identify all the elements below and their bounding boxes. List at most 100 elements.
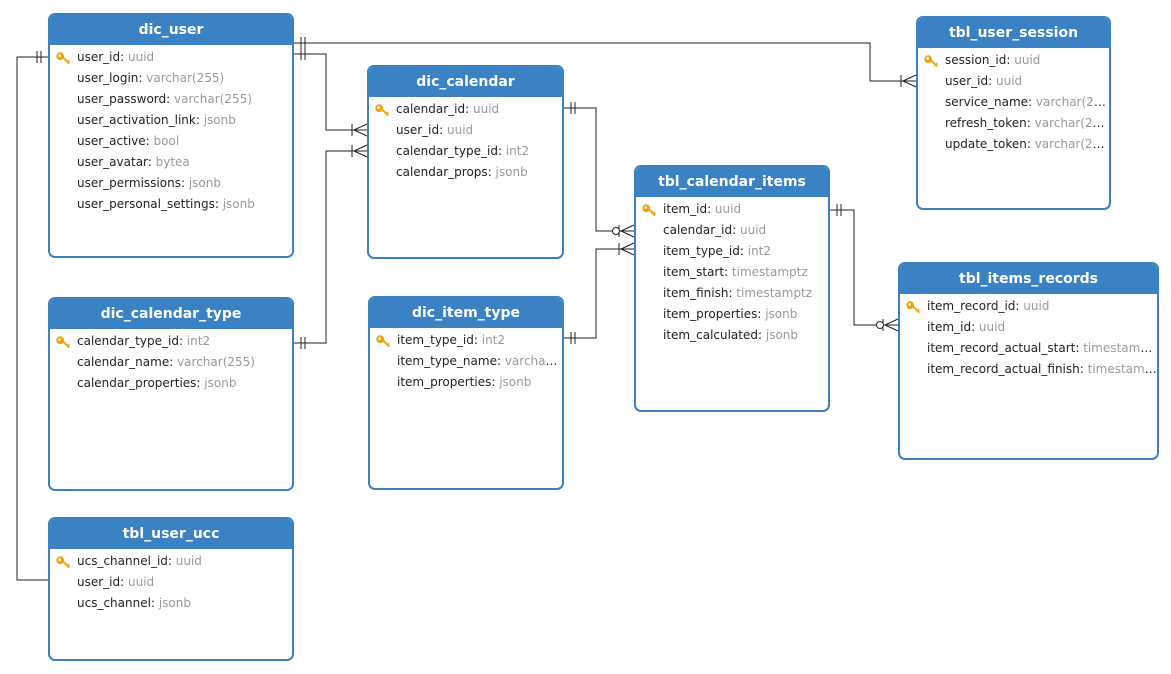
column-type: uuid xyxy=(714,202,742,216)
column-row[interactable]: item_id: uuid xyxy=(900,317,1157,338)
column-row[interactable]: refresh_token: varchar(255) xyxy=(918,113,1109,134)
column-row[interactable]: item_start: timestamptz xyxy=(636,262,828,283)
column-row[interactable]: item_id: uuid xyxy=(636,199,828,220)
column-type: uuid xyxy=(1014,53,1041,67)
table-dic-calendar-type[interactable]: dic_calendar_type calendar_type_id: int2… xyxy=(48,297,294,491)
column-row[interactable]: item_type_id: int2 xyxy=(370,330,562,351)
column-row[interactable]: item_type_name: varchar(... xyxy=(370,351,562,372)
column-type: varchar(255) xyxy=(146,71,225,85)
column-type: jsonb xyxy=(499,375,532,389)
column-type: varchar(255) xyxy=(1034,116,1109,130)
column-separator: : xyxy=(178,334,187,348)
column-name: calendar_type_id xyxy=(396,144,498,158)
column-name: item_properties xyxy=(663,307,758,321)
column-row[interactable]: item_properties: jsonb xyxy=(636,304,828,325)
table-title: tbl_user_session xyxy=(918,18,1109,48)
column-row[interactable]: user_login: varchar(255) xyxy=(50,68,292,89)
column-type: bytea xyxy=(155,155,190,169)
table-title: dic_user xyxy=(50,15,292,45)
column-row[interactable]: session_id: uuid xyxy=(918,50,1109,71)
column-row[interactable]: calendar_id: uuid xyxy=(369,99,562,120)
column-row[interactable]: calendar_type_id: int2 xyxy=(50,331,292,352)
column-row[interactable]: item_properties: jsonb xyxy=(370,372,562,393)
primary-key-icon xyxy=(923,53,939,69)
column-row[interactable]: user_id: uuid xyxy=(369,120,562,141)
column-name: item_type_name xyxy=(397,354,497,368)
table-title: tbl_items_records xyxy=(900,264,1157,294)
column-separator: : xyxy=(1026,116,1035,130)
column-row[interactable]: calendar_name: varchar(255) xyxy=(50,352,292,373)
primary-key-icon xyxy=(374,102,390,118)
column-separator: : xyxy=(195,113,204,127)
column-name: update_token xyxy=(945,137,1027,151)
column-row[interactable]: calendar_id: uuid xyxy=(636,220,828,241)
column-separator: : xyxy=(150,596,159,610)
column-separator: : xyxy=(739,244,748,258)
column-type: jsonb xyxy=(495,165,528,179)
relation-user-to-calendar xyxy=(294,48,368,137)
column-row[interactable]: user_password: varchar(255) xyxy=(50,89,292,110)
column-name: calendar_id xyxy=(396,102,466,116)
column-type: varchar(255) xyxy=(177,355,255,369)
column-row[interactable]: ucs_channel_id: uuid xyxy=(50,551,292,572)
column-name: item_properties xyxy=(397,375,492,389)
column-name: user_id xyxy=(396,123,440,137)
column-row[interactable]: item_finish: timestamptz xyxy=(636,283,828,304)
column-type: jsonb xyxy=(203,113,236,127)
column-row[interactable]: user_avatar: bytea xyxy=(50,152,292,173)
column-row[interactable]: item_type_id: int2 xyxy=(636,241,828,262)
column-row[interactable]: user_id: uuid xyxy=(50,47,292,68)
column-type: uuid xyxy=(446,123,474,137)
column-name: user_avatar xyxy=(77,155,148,169)
column-type: jsonb xyxy=(188,176,221,190)
column-type: jsonb xyxy=(158,596,191,610)
column-separator: : xyxy=(214,197,223,211)
column-row[interactable]: user_personal_settings: jsonb xyxy=(50,194,292,215)
column-row[interactable]: item_calculated: jsonb xyxy=(636,325,828,346)
column-type: jsonb xyxy=(222,197,255,211)
column-type: jsonb xyxy=(204,376,237,390)
column-name: item_id xyxy=(663,202,708,216)
relation-user-to-session xyxy=(294,37,917,88)
column-row[interactable]: user_permissions: jsonb xyxy=(50,173,292,194)
column-row[interactable]: user_id: uuid xyxy=(50,572,292,593)
column-name: calendar_id xyxy=(663,223,733,237)
column-row[interactable]: calendar_properties: jsonb xyxy=(50,373,292,394)
column-type: timestamptz xyxy=(1087,362,1157,376)
table-title: tbl_calendar_items xyxy=(636,167,828,197)
column-name: item_finish xyxy=(663,286,729,300)
column-row[interactable]: item_record_actual_finish: timestamptz xyxy=(900,359,1157,380)
primary-key-icon xyxy=(55,50,71,66)
column-name: item_id xyxy=(927,320,972,334)
column-name: item_type_id xyxy=(663,244,740,258)
column-separator: : xyxy=(120,575,128,589)
column-type: int2 xyxy=(747,244,772,258)
primary-key-icon xyxy=(55,334,71,350)
column-row[interactable]: user_activation_link: jsonb xyxy=(50,110,292,131)
column-row[interactable]: calendar_type_id: int2 xyxy=(369,141,562,162)
column-name: item_record_id xyxy=(927,299,1016,313)
column-row[interactable]: item_record_actual_start: timestamptz xyxy=(900,338,1157,359)
column-separator: : xyxy=(758,328,766,342)
column-row[interactable]: user_id: uuid xyxy=(918,71,1109,92)
column-row[interactable]: user_active: bool xyxy=(50,131,292,152)
column-separator: : xyxy=(732,223,740,237)
column-type: uuid xyxy=(127,575,155,589)
column-row[interactable]: update_token: varchar(255) xyxy=(918,134,1109,155)
column-separator: : xyxy=(1028,95,1036,109)
column-name: calendar_name xyxy=(77,355,170,369)
column-row[interactable]: calendar_props: jsonb xyxy=(369,162,562,183)
column-row[interactable]: service_name: varchar(255) xyxy=(918,92,1109,113)
column-type: int2 xyxy=(505,144,530,158)
column-separator: : xyxy=(167,554,176,568)
column-row[interactable]: item_record_id: uuid xyxy=(900,296,1157,317)
column-row[interactable]: ucs_channel: jsonb xyxy=(50,593,292,614)
